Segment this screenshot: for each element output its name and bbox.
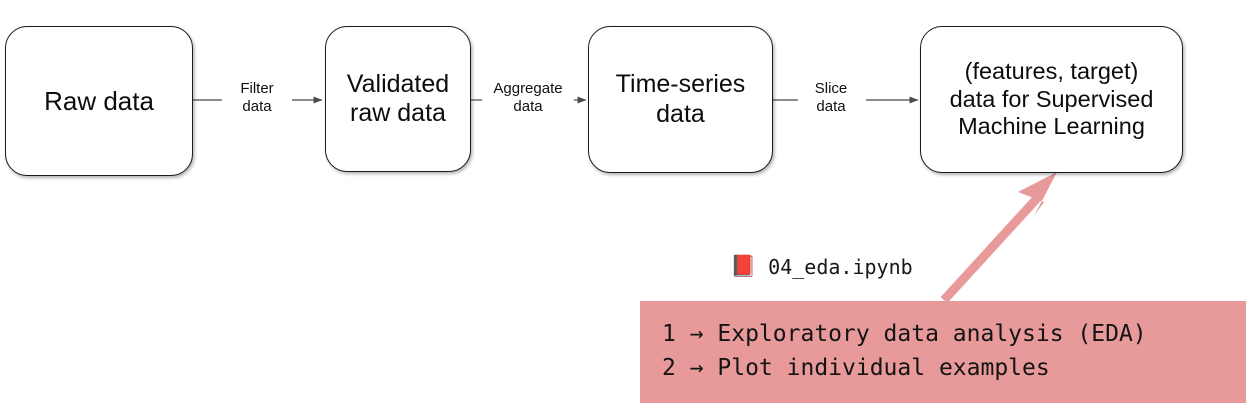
node-raw-data[interactable]: Raw data: [5, 26, 193, 176]
callout-line-1: 1 → Exploratory data analysis (EDA): [662, 321, 1147, 347]
callout-box: 1 → Exploratory data analysis (EDA) 2 → …: [640, 301, 1246, 403]
closed-book-icon: 📕: [730, 253, 757, 278]
node-supervised-ml-data[interactable]: (features, target) data for Supervised M…: [920, 26, 1183, 173]
node-supervised-ml-data-label: (features, target) data for Supervised M…: [949, 57, 1154, 140]
callout-line-2: 2 → Plot individual examples: [662, 355, 1050, 381]
callout-arrow: [940, 172, 1057, 304]
node-time-series-data[interactable]: Time-series data: [588, 26, 773, 173]
notebook-filename: 04_eda.ipynb: [768, 255, 913, 279]
notebook-caption: 📕 04_eda.ipynb: [730, 255, 913, 279]
node-time-series-data-label: Time-series data: [615, 70, 746, 128]
node-validated-raw-data[interactable]: Validated raw data: [325, 26, 471, 172]
node-validated-raw-data-label: Validated raw data: [346, 69, 450, 128]
node-raw-data-label: Raw data: [44, 85, 154, 116]
